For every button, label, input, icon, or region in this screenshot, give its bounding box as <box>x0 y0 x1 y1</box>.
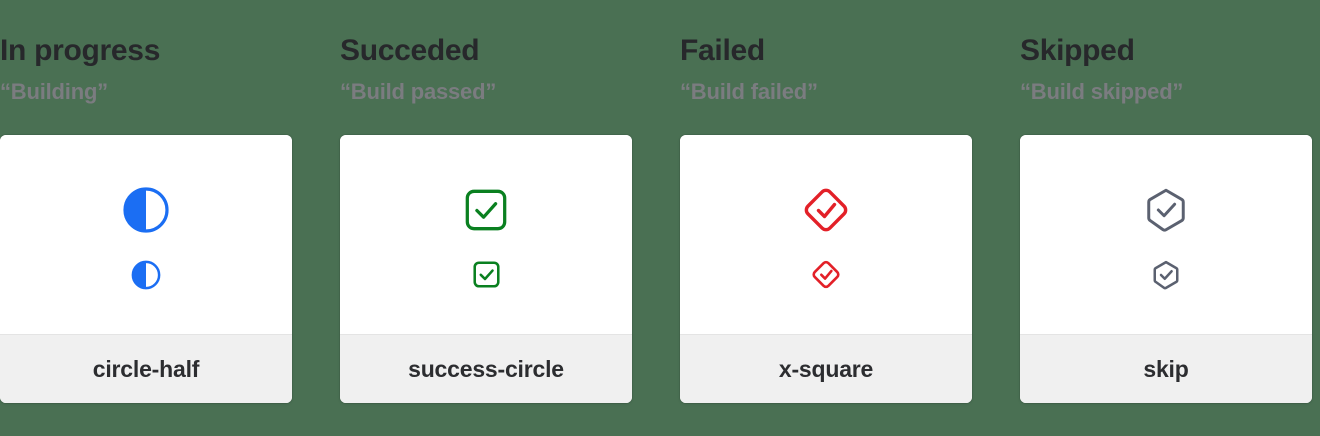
icon-card-footer: circle-half <box>0 334 292 403</box>
icon-card-body <box>0 135 292 334</box>
x-square-icon-small <box>811 260 841 290</box>
success-circle-icon-small <box>471 260 501 290</box>
icon-card-body <box>680 135 972 334</box>
icon-card-footer: x-square <box>680 334 972 403</box>
column-subtitle: “Build skipped” <box>1020 79 1184 104</box>
icon-card-body <box>1020 135 1312 334</box>
icon-card-body <box>340 135 632 334</box>
column-header-in-progress: In progress “Building” <box>0 0 340 135</box>
icon-card-x-square[interactable]: x-square <box>680 135 972 403</box>
status-column-failed: Failed “Build failed” <box>680 0 1020 436</box>
skip-icon <box>1142 186 1190 234</box>
icon-card-footer: skip <box>1020 334 1312 403</box>
icon-name-label: x-square <box>778 355 874 382</box>
success-circle-icon <box>462 186 510 234</box>
column-subtitle: “Build failed” <box>680 79 818 104</box>
column-header-failed: Failed “Build failed” <box>680 0 1020 135</box>
icon-name-label: skip <box>1143 355 1189 382</box>
icon-card-circle-half[interactable]: circle-half <box>0 135 292 403</box>
icon-card-skip[interactable]: skip <box>1020 135 1312 403</box>
icon-card-footer: success-circle <box>340 334 632 403</box>
status-column-in-progress: In progress “Building” <box>0 0 340 436</box>
column-title: Skipped <box>1020 34 1135 67</box>
column-header-succeded: Succeded “Build passed” <box>340 0 680 135</box>
icon-card-success-circle[interactable]: success-circle <box>340 135 632 403</box>
column-title: Succeded <box>340 34 480 67</box>
status-column-skipped: Skipped “Build skipped” <box>1020 0 1320 436</box>
column-title: Failed <box>680 34 765 67</box>
status-column-succeded: Succeded “Build passed” <box>340 0 680 436</box>
x-square-icon <box>802 186 850 234</box>
column-title: In progress <box>0 34 161 67</box>
icon-name-label: circle-half <box>92 355 200 382</box>
icon-name-label: success-circle <box>408 355 564 382</box>
column-subtitle: “Building” <box>0 79 108 104</box>
column-subtitle: “Build passed” <box>340 79 497 104</box>
column-header-skipped: Skipped “Build skipped” <box>1020 0 1320 135</box>
circle-half-icon-small <box>131 260 161 290</box>
circle-half-icon <box>122 186 170 234</box>
skip-icon-small <box>1151 260 1181 290</box>
